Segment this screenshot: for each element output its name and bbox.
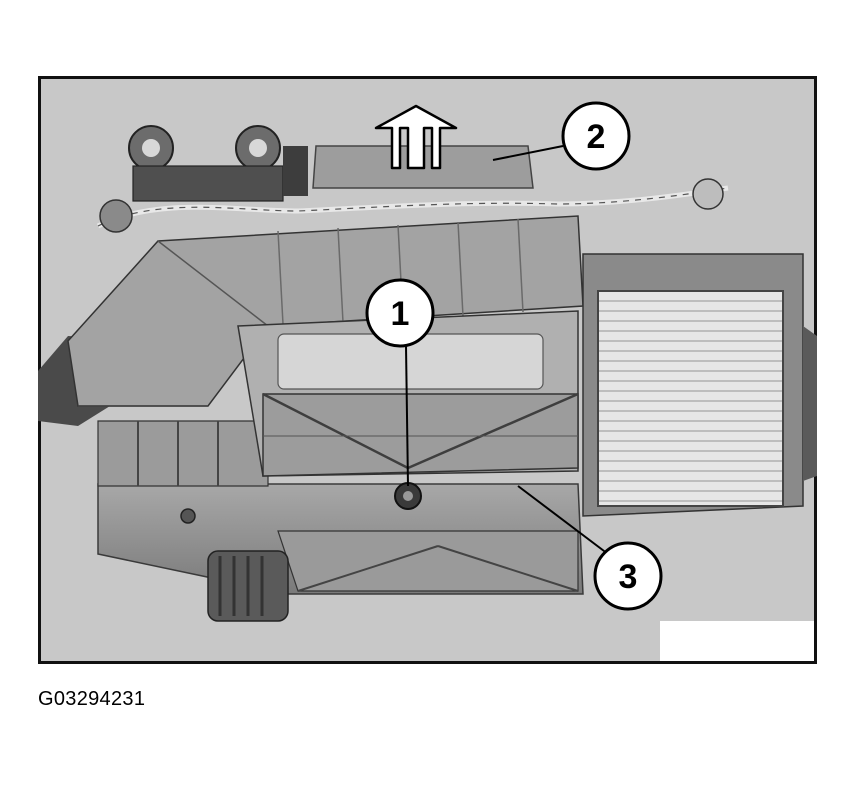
callout-1: 1 [365, 278, 435, 348]
figure-id: G03294231 [38, 688, 146, 710]
left-chamber [97, 420, 269, 487]
leader-line-2 [492, 145, 564, 161]
callout-3: 3 [593, 541, 663, 611]
pollen-filter [597, 290, 784, 507]
callout-3-label: 3 [619, 558, 638, 596]
callout-1-label: 1 [391, 295, 410, 333]
callout-2: 2 [561, 101, 631, 171]
callout-2-label: 2 [587, 118, 606, 156]
diagram-figure: 1 2 3 [38, 76, 817, 664]
side-screw [180, 508, 196, 524]
actuator-motors [99, 125, 308, 233]
blank-corner [660, 621, 814, 661]
right-connector [692, 178, 724, 210]
leader-line-1 [405, 345, 409, 487]
right-end-cap [803, 326, 817, 481]
up-arrow-icon [374, 104, 458, 170]
leader-line-3 [517, 485, 609, 555]
evaporator-frame [262, 393, 579, 477]
